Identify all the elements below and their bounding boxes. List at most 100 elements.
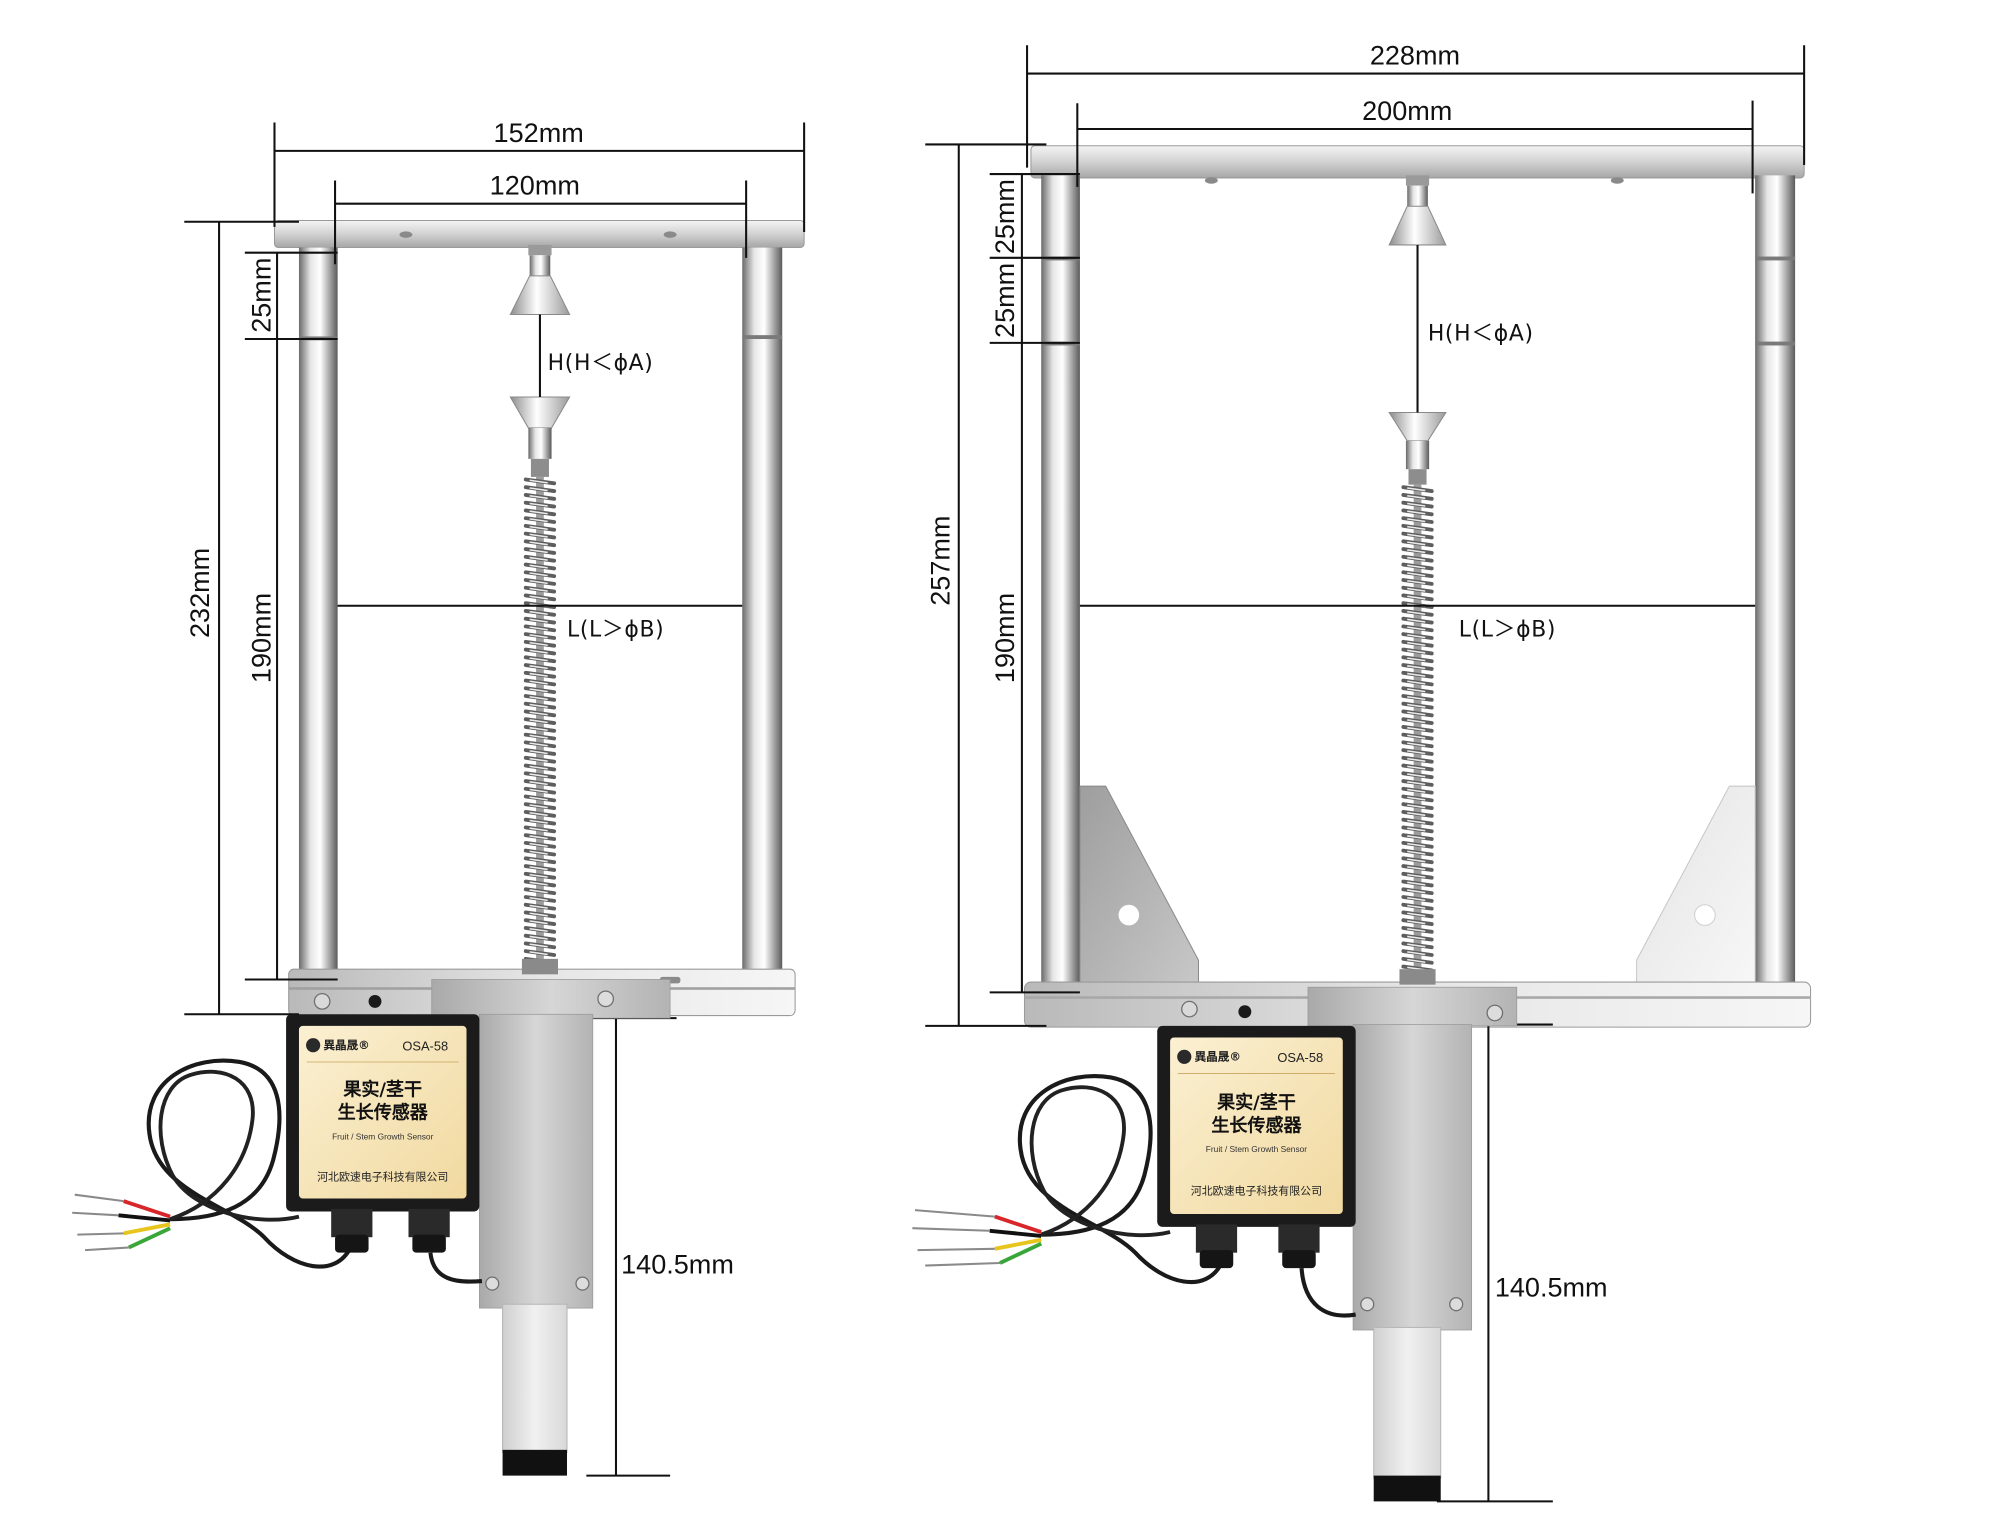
- box-label: [1170, 1037, 1343, 1215]
- brand-name: 異晶晟®: [323, 1038, 369, 1052]
- wire-tip: [925, 1261, 1001, 1267]
- cable-gland-cap: [335, 1234, 369, 1253]
- sensor-left: 152mm 120mm 232mm 25mm 190mm L(L＞ϕB) H(H…: [72, 118, 806, 1477]
- upper-contact-cone: [509, 275, 571, 316]
- screw: [1181, 1000, 1198, 1018]
- product-name-line2: 生长传感器: [1211, 1115, 1302, 1137]
- dimensions-right: 228mm 200mm 257mm 25mm 25mm 190mm L(L＞ϕB…: [925, 41, 1806, 1503]
- wire-tip: [77, 1232, 124, 1236]
- spring-rod: [536, 476, 544, 974]
- cable: [1017, 1074, 1224, 1285]
- right-rod: [742, 247, 783, 980]
- wire-tip: [917, 1247, 995, 1252]
- upper-contact-cone: [1388, 205, 1447, 246]
- wire-tip: [914, 1209, 995, 1218]
- rod-joint-ring: [1755, 341, 1796, 346]
- wire-black: [118, 1213, 171, 1223]
- gusset-right: [1636, 785, 1756, 991]
- company-name: 河北欧速电子科技有限公司: [1191, 1184, 1322, 1198]
- brand-logo-icon: [1177, 1049, 1192, 1064]
- wire-red: [994, 1214, 1042, 1234]
- lower-nut: [1408, 469, 1427, 485]
- cable: [428, 1252, 483, 1284]
- spring-coil-highlight: [1407, 487, 1426, 971]
- upper-nut: [529, 255, 551, 276]
- product-name-line1: 果实/茎干: [1216, 1091, 1296, 1113]
- left-rod: [1041, 175, 1080, 993]
- cable-gland: [1195, 1224, 1238, 1253]
- spring-coil-highlight: [529, 479, 548, 963]
- cable: [1029, 1085, 1171, 1238]
- sensor-box-left: 異晶晟® OSA-58 果实/茎干 生长传感器 Fruit / Stem Gro…: [286, 1014, 480, 1253]
- wire-green: [999, 1241, 1043, 1265]
- mount-hole: [1204, 177, 1218, 184]
- dimensions-left: 152mm 120mm 232mm 25mm 190mm L(L＞ϕB) H(H…: [184, 118, 806, 1477]
- lower-body: [1405, 440, 1430, 470]
- mount-hole: [399, 231, 413, 238]
- bracket-vertical: [1352, 1024, 1473, 1331]
- lower-body: [528, 427, 552, 459]
- lower-contact-cone: [1388, 411, 1447, 442]
- product-name-line2: 生长传感器: [338, 1102, 429, 1124]
- top-mount: [1405, 175, 1430, 186]
- spring: [1401, 485, 1434, 973]
- dim-label-bracket-length: 140.5mm: [621, 1249, 734, 1279]
- screw: [485, 1276, 500, 1291]
- top-plate: [1030, 145, 1805, 179]
- cable: [1299, 1267, 1357, 1318]
- mount-hole: [663, 231, 677, 238]
- dim-label-outer-width: 228mm: [1370, 41, 1460, 71]
- slider: [1373, 1326, 1442, 1479]
- screw: [597, 990, 615, 1008]
- left-rod: [298, 247, 338, 980]
- wire-tip: [74, 1193, 124, 1203]
- mount-hole: [1238, 1005, 1252, 1019]
- spring-base: [1399, 969, 1436, 985]
- dim-label-top-gap-lower: 25mm: [990, 263, 1020, 338]
- lower-nut: [530, 458, 549, 477]
- dim-label-total-height: 232mm: [185, 548, 215, 638]
- wire-green: [128, 1226, 171, 1250]
- wire-black: [989, 1228, 1042, 1238]
- top-mount: [528, 244, 552, 256]
- sensor-right: 228mm 200mm 257mm 25mm 25mm 190mm L(L＞ϕB…: [912, 41, 1812, 1503]
- wire-tip: [912, 1227, 990, 1232]
- wire-yellow: [123, 1222, 171, 1236]
- cable-gland-cap: [1199, 1250, 1234, 1269]
- cable-gland-cap: [412, 1234, 446, 1253]
- wire-tip: [84, 1246, 129, 1252]
- spring: [523, 477, 557, 965]
- right-rod: [1755, 175, 1796, 993]
- slider: [502, 1303, 568, 1453]
- rod-joint-ring: [1755, 256, 1796, 261]
- box-label: [298, 1025, 467, 1199]
- product-name-line1: 果实/茎干: [342, 1078, 422, 1100]
- bracket-horizontal: [1307, 986, 1518, 1027]
- brand-logo-icon: [306, 1038, 321, 1053]
- clamp-mechanism-left: [509, 244, 571, 975]
- model-number: OSA-58: [1277, 1050, 1323, 1065]
- cable-left: [72, 1058, 483, 1284]
- clamp-mechanism-right: [1388, 175, 1447, 985]
- upper-nut: [1407, 185, 1428, 207]
- dim-label-bracket-length: 140.5mm: [1495, 1272, 1608, 1302]
- wire-yellow: [994, 1237, 1042, 1251]
- l-label: L(L＞ϕB): [567, 618, 664, 643]
- dim-label-inner-width: 120mm: [490, 171, 580, 201]
- screw: [1449, 1297, 1464, 1312]
- product-name-english: Fruit / Stem Growth Sensor: [1206, 1144, 1307, 1154]
- sensor-box-right: 異晶晟® OSA-58 果实/茎干 生长传感器 Fruit / Stem Gro…: [1157, 1025, 1356, 1269]
- cable: [146, 1058, 353, 1269]
- cable-gland: [331, 1208, 373, 1238]
- h-label: H(H＜ϕA): [1428, 321, 1534, 346]
- cable-gland: [408, 1208, 450, 1238]
- bracket-vertical: [478, 1013, 594, 1309]
- wire-red: [123, 1199, 171, 1219]
- dim-label-inner-width: 200mm: [1362, 96, 1452, 126]
- slider-tip: [502, 1449, 568, 1476]
- dim-label-total-height: 257mm: [926, 516, 956, 606]
- product-name-english: Fruit / Stem Growth Sensor: [332, 1131, 433, 1141]
- bracket-left: [431, 979, 671, 1476]
- top-plate: [273, 219, 805, 249]
